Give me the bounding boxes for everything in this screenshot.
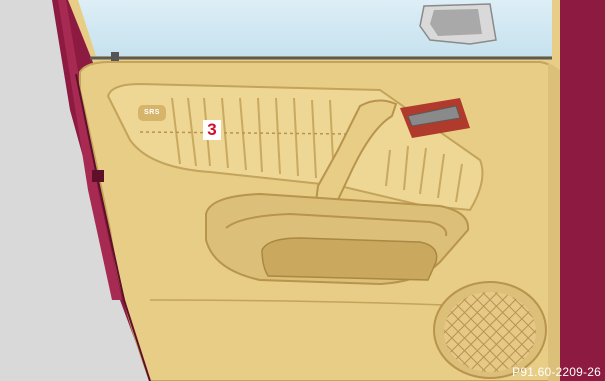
airbag-label: SRS: [141, 108, 163, 118]
figure-code: P91.60-2209-26: [512, 365, 601, 379]
side-mirror-glass: [430, 9, 482, 36]
door-edge-trim: [548, 62, 560, 381]
speaker-grille: [444, 292, 536, 372]
door-pocket: [262, 238, 437, 280]
door-hinge: [92, 170, 104, 182]
callout-number: 3: [203, 120, 221, 140]
door-edge-strip: [560, 0, 605, 381]
